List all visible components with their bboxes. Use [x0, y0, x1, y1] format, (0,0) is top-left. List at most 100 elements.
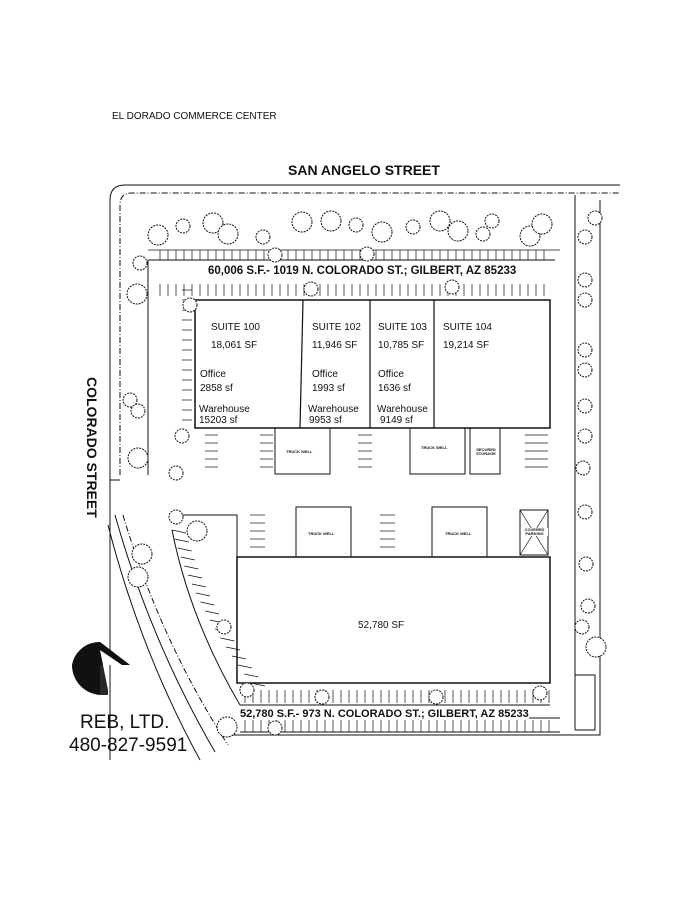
tree-icon: [291, 211, 313, 233]
suite-area: 18,061 SF: [211, 340, 258, 351]
truck-well-label: TRUCK WELL: [308, 531, 335, 536]
parking-stall-line: [177, 547, 192, 552]
parking-stall-line: [250, 682, 265, 687]
tree-icon: [475, 226, 491, 242]
tree-icon: [239, 682, 255, 698]
parking-stall-line: [187, 574, 203, 579]
tree-icon: [577, 342, 593, 358]
office-area: 2858 sf: [200, 383, 233, 394]
page-title: EL DORADO COMMERCE CENTER: [112, 111, 277, 122]
suite-name: SUITE 104: [443, 322, 492, 333]
covered-parking-b: [519, 509, 549, 556]
tree-icon: [147, 224, 169, 246]
parking-stall-line: [205, 610, 220, 615]
property-line-inner: [119, 192, 620, 475]
tree-icon: [217, 223, 239, 245]
tree-icon: [580, 598, 596, 614]
tree-icon: [531, 213, 553, 235]
secured-storage: [469, 427, 501, 475]
parking-stall-line: [174, 538, 189, 543]
tree-icon: [577, 428, 593, 444]
truck-well-label: TRUCK WELL: [286, 449, 313, 454]
parking-stall-line: [191, 583, 206, 588]
suite-name: SUITE 100: [211, 322, 260, 333]
warehouse-area: 15203 sf: [199, 415, 238, 426]
office-label: Office: [312, 369, 338, 380]
suite-area: 19,214 SF: [443, 340, 490, 351]
tree-icon: [405, 219, 421, 235]
tree-icon: [577, 504, 593, 520]
tree-icon: [255, 229, 271, 245]
tree-icon: [175, 218, 191, 234]
warehouse-label: Warehouse: [377, 404, 428, 415]
tree-icon: [484, 213, 500, 229]
building-b-address: 52,780 S.F.- 973 N. COLORADO ST.; GILBER…: [240, 708, 529, 720]
parking-stall-line: [226, 646, 241, 651]
truck-well-b1: [295, 506, 352, 558]
property-line-outer: [109, 184, 620, 760]
street-label-north: SAN ANGELO STREET: [288, 162, 440, 178]
suite-area: 11,946 SF: [312, 340, 358, 351]
warehouse-area: 9953 sf: [309, 415, 342, 426]
tree-icon: [122, 392, 138, 408]
building-b-outline: [236, 556, 551, 684]
tree-icon: [320, 210, 342, 232]
tree-icon: [577, 292, 593, 308]
warehouse-label: Warehouse: [308, 404, 359, 415]
tree-icon: [314, 689, 330, 705]
tree-icon: [131, 543, 153, 565]
office-label: Office: [378, 369, 404, 380]
parking-stall-line: [231, 655, 246, 660]
tree-icon: [182, 297, 198, 313]
tree-icon: [127, 447, 149, 469]
parking-stall-line: [244, 673, 259, 678]
tree-icon: [577, 398, 593, 414]
property-line-east: [230, 200, 601, 736]
building-a-outline: [194, 299, 551, 429]
suite-area: 10,785 SF: [378, 340, 425, 351]
office-label: Office: [200, 369, 226, 380]
tree-icon: [168, 509, 184, 525]
tree-icon: [371, 221, 393, 243]
suite-name: SUITE 102: [312, 322, 361, 333]
building-b-area: 52,780 SF: [358, 620, 405, 631]
tree-icon: [267, 247, 283, 263]
tree-icon: [578, 556, 594, 572]
parking-stall-line: [237, 664, 253, 669]
truck-well-label: TRUCK WELL: [421, 445, 448, 450]
tree-icon: [577, 229, 593, 245]
tree-icon: [186, 520, 208, 542]
parking-stall-line: [184, 565, 199, 570]
secured-storage-label: SECURED STORAGE: [476, 447, 496, 456]
north-arrow-icon: [71, 641, 130, 695]
tree-icon: [532, 685, 548, 701]
tree-icon: [130, 403, 146, 419]
tree-icon: [444, 279, 460, 295]
truck-well-label: TRUCK WELL: [445, 531, 472, 536]
parking-stall-line: [180, 556, 195, 561]
tree-icon: [132, 255, 148, 271]
curb-colorado: [114, 514, 216, 753]
tree-icon: [216, 619, 232, 635]
tree-icon: [577, 362, 593, 378]
tree-icon: [303, 281, 319, 297]
tree-icon: [348, 217, 364, 233]
tree-icon: [428, 689, 444, 705]
tree-icon: [127, 566, 149, 588]
tree-icon: [216, 716, 238, 738]
tree-icon: [174, 428, 190, 444]
building-a-address: 60,006 S.F.- 1019 N. COLORADO ST.; GILBE…: [208, 265, 517, 277]
street-label-west: COLORADO STREET: [84, 377, 100, 518]
parking-stall-line: [220, 637, 235, 642]
tree-icon: [429, 210, 451, 232]
covered-parking-label: COVERED PARKING: [521, 528, 548, 536]
office-area: 1636 sf: [378, 383, 411, 394]
parking-stall-line: [171, 529, 187, 534]
office-area: 1993 sf: [312, 383, 345, 394]
tree-icon: [267, 720, 283, 736]
tree-icon: [587, 210, 603, 226]
tree-icon: [575, 460, 591, 476]
tree-icon: [168, 465, 184, 481]
